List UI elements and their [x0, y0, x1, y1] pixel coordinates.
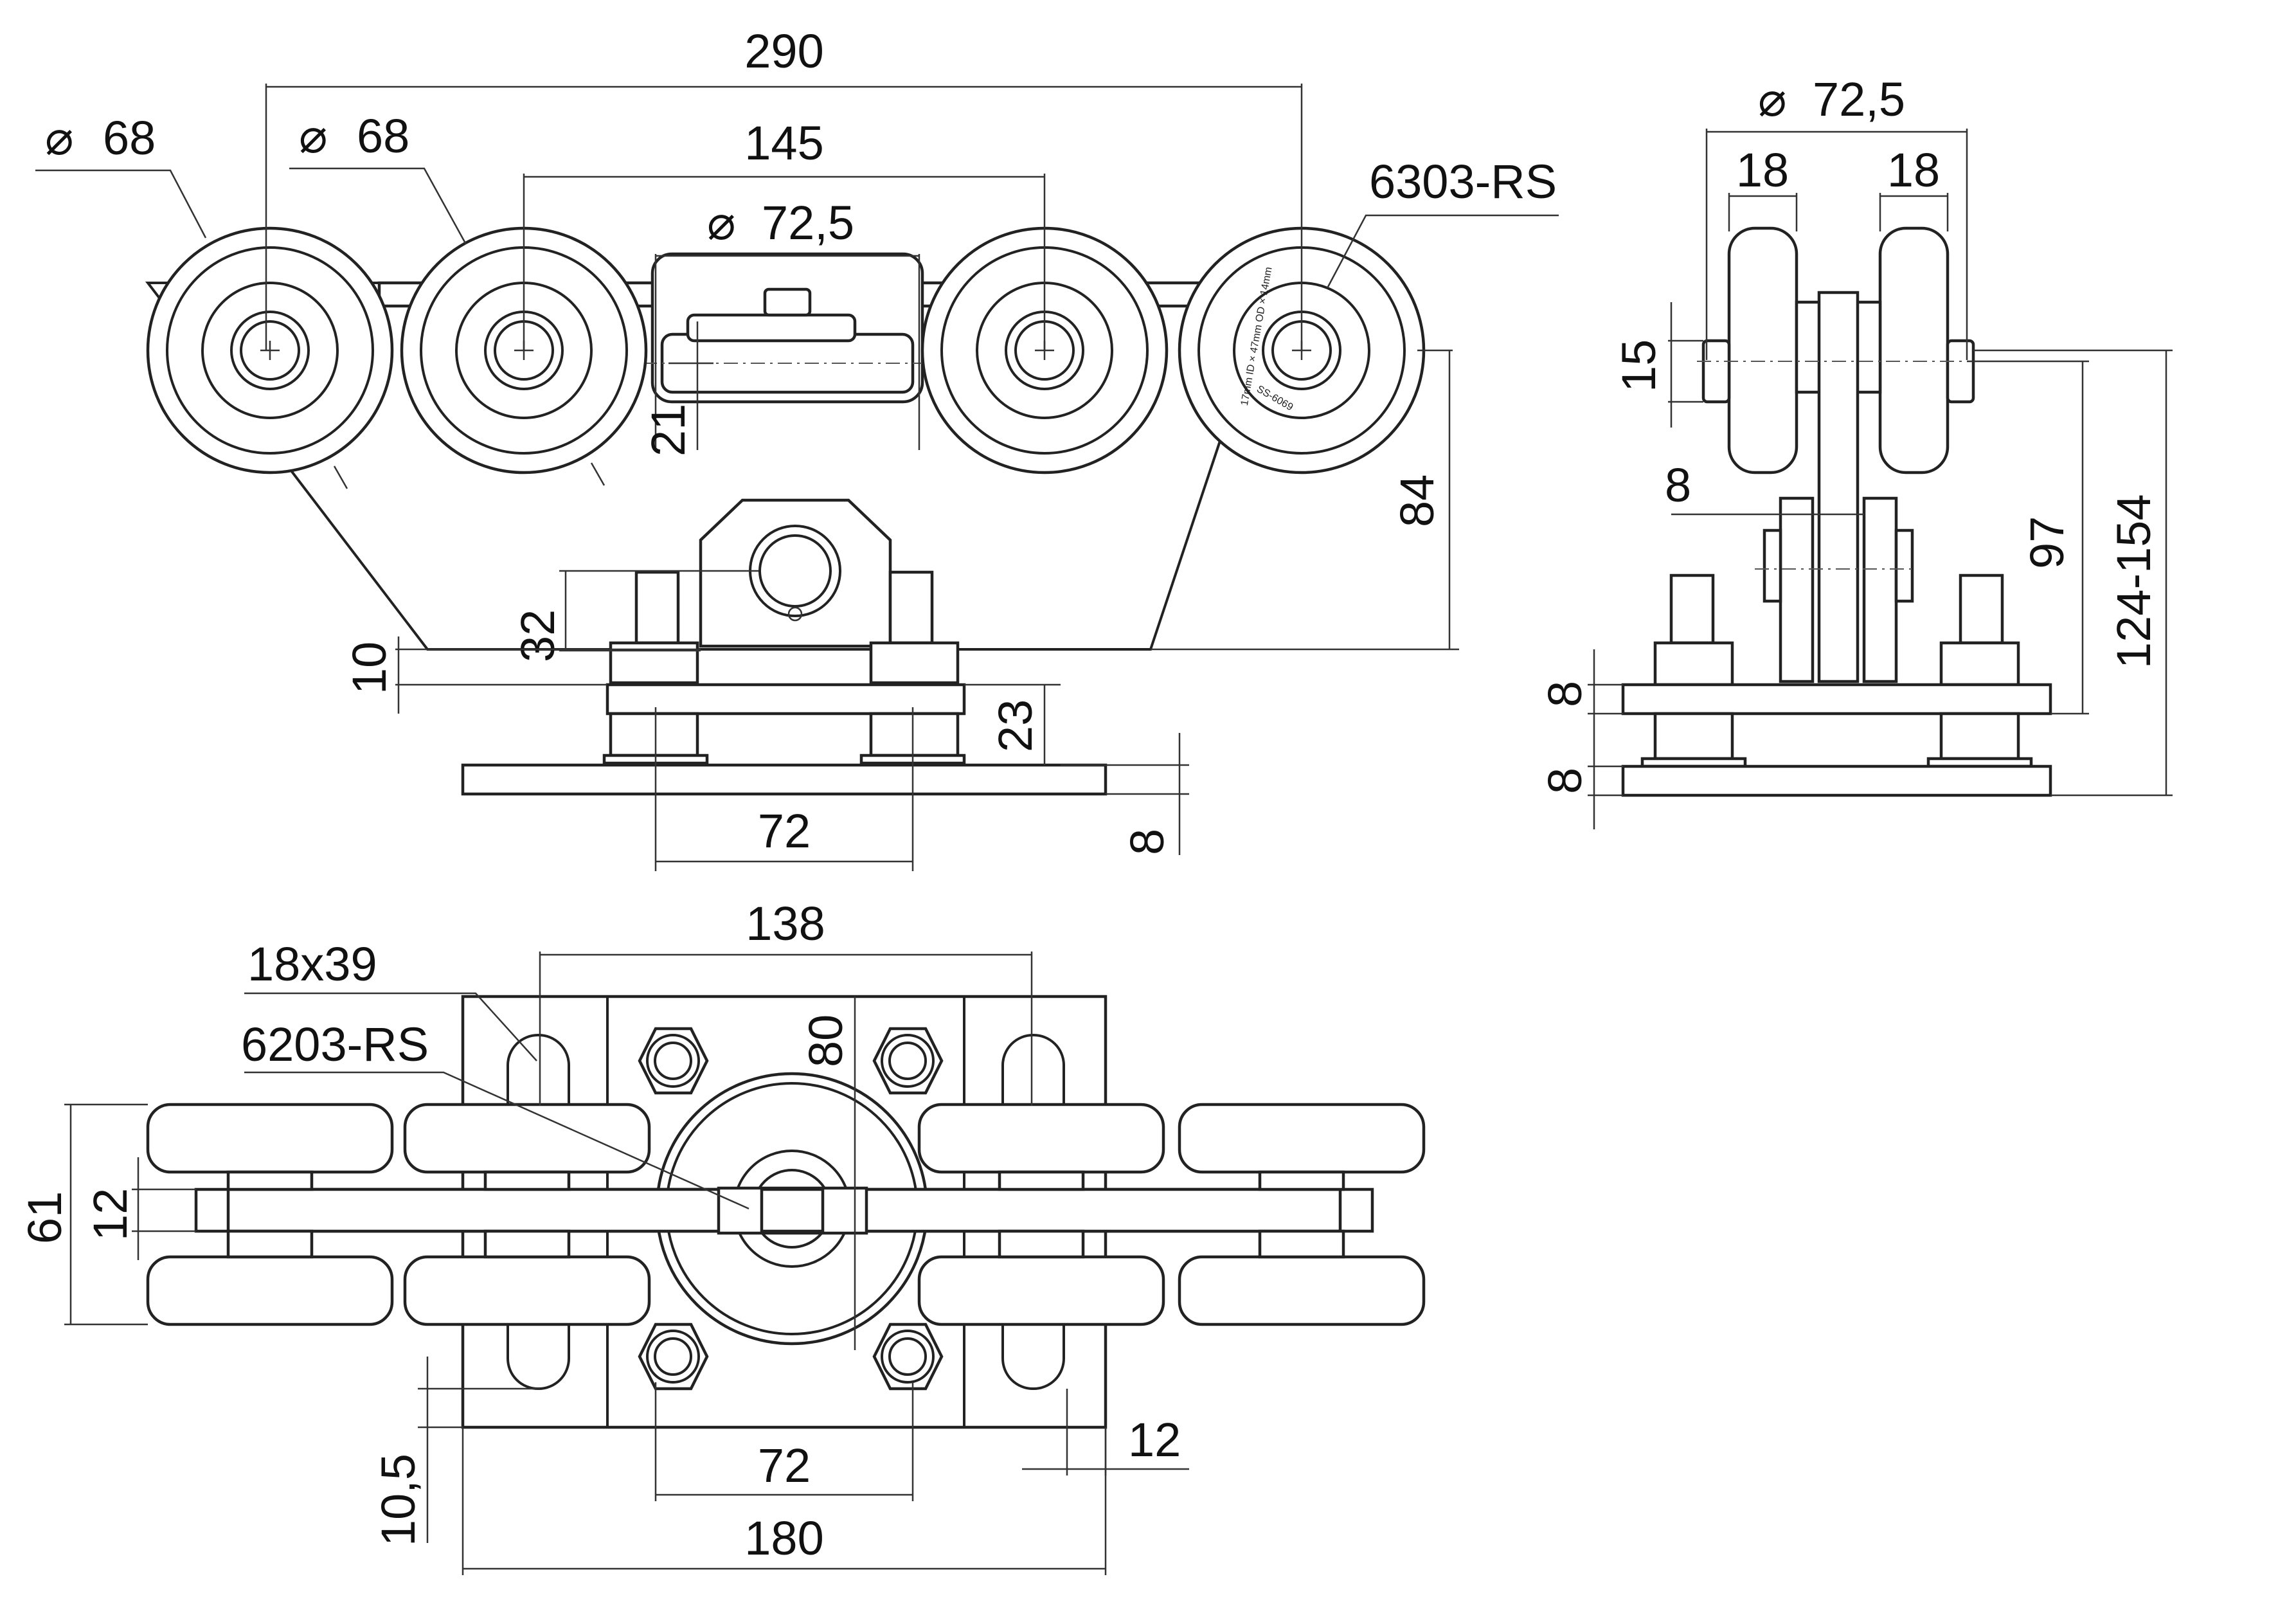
- dim-21: 21: [641, 404, 695, 456]
- side-base-plate: [1621, 764, 2052, 797]
- base-plate: [461, 763, 1108, 796]
- side-dim-8-gap: 8: [1665, 458, 1691, 512]
- side-dim-diameter: 72,5: [1813, 73, 1905, 126]
- side-spine: [1817, 291, 1860, 683]
- plan-dim-10-5: 10,5: [372, 1454, 425, 1546]
- clamp-bracket: [699, 498, 892, 648]
- plan-label-slot: 18x39: [247, 937, 377, 991]
- side-wheel-right: [1878, 226, 1950, 474]
- plan-dim-80: 80: [799, 1015, 852, 1067]
- side-dim-range: 124-154: [2107, 494, 2160, 669]
- dim-32: 32: [511, 609, 564, 662]
- side-dim-8-upper: 8: [1538, 681, 1592, 707]
- plan-label-bearing: 6203-RS: [241, 1018, 429, 1071]
- side-dim-8-lower: 8: [1538, 768, 1592, 794]
- dim-center-diameter-symbol: ⌀: [707, 196, 736, 249]
- dim-dia-left-symbol: ⌀: [45, 111, 74, 165]
- dim-center-diameter: 72,5: [762, 196, 854, 249]
- side-dim-diameter-symbol: ⌀: [1758, 73, 1787, 126]
- plan-dim-12-right: 12: [1128, 1413, 1181, 1466]
- dim-290: 290: [744, 24, 823, 78]
- plan-dim-180: 180: [744, 1511, 823, 1565]
- side-dim-97: 97: [2020, 516, 2074, 569]
- plan-dim-12-left: 12: [84, 1188, 137, 1241]
- plan-dim-72: 72: [758, 1439, 811, 1492]
- dim-dia-second-symbol: ⌀: [299, 109, 328, 163]
- mount-plate: [605, 683, 966, 716]
- label-bearing-6303: 6303-RS: [1369, 155, 1557, 208]
- plan-nut-4: [872, 1322, 944, 1391]
- plan-nut-2: [872, 1027, 944, 1095]
- side-view: ⌀ 72,5 18 18 15 8 97 124-154 8: [1538, 73, 2173, 829]
- plan-dim-61: 61: [18, 1191, 71, 1244]
- front-wheel-1: [146, 226, 394, 474]
- front-view: 17mm ID × 47mm OD × 14mm SS-6069 290 145: [35, 24, 1559, 871]
- side-mount-plate: [1621, 683, 2052, 716]
- dim-dia-second: 68: [357, 109, 409, 163]
- plan-nut-3: [638, 1322, 709, 1391]
- dim-dia-left: 68: [103, 111, 156, 165]
- dim-8-front: 8: [1120, 829, 1174, 855]
- side-dim-18-left: 18: [1736, 143, 1789, 197]
- dim-145: 145: [744, 116, 823, 170]
- side-dim-15: 15: [1612, 339, 1665, 392]
- plan-wheel-top-1: [146, 1103, 394, 1174]
- plan-view: 138 18x39 6203-RS 80 61 12 72 12: [18, 897, 1426, 1575]
- dim-10: 10: [343, 642, 396, 694]
- plan-nut-1: [638, 1027, 709, 1095]
- dim-84: 84: [1390, 474, 1444, 527]
- plan-dim-138: 138: [746, 897, 825, 950]
- side-wheel-left: [1727, 226, 1798, 474]
- dim-23: 23: [989, 699, 1042, 752]
- side-dim-18-right: 18: [1887, 143, 1940, 197]
- nut-right-upper: [869, 641, 960, 685]
- dim-72-front: 72: [758, 804, 811, 858]
